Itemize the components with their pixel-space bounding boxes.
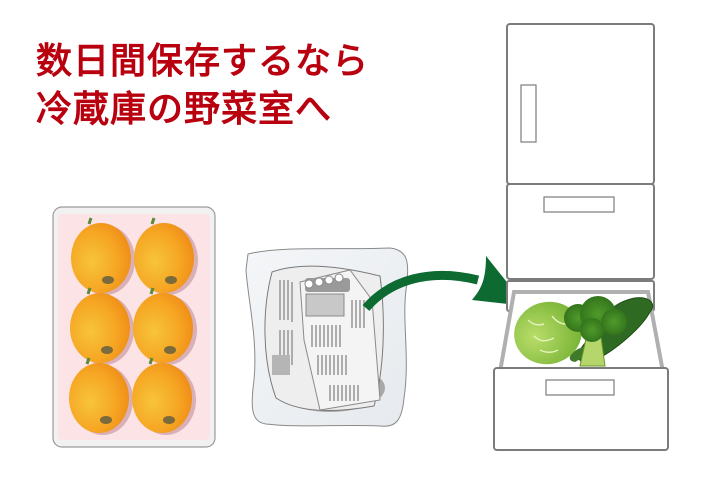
- vegetables: [514, 296, 653, 367]
- broccoli: [564, 296, 627, 367]
- headline-line-1: 数日間保存するなら: [36, 41, 370, 82]
- headline: 数日間保存するなら 冷蔵庫の野菜室へ: [36, 38, 369, 134]
- refrigerator: [506, 23, 655, 312]
- loquat-tray: [52, 206, 216, 448]
- wrapped-package: [245, 247, 409, 427]
- fridge-top-handle: [520, 84, 537, 143]
- loquat-fruits: [69, 217, 198, 435]
- vegetable-drawer-handle: [545, 379, 615, 396]
- vegetable-drawer-front: [493, 367, 669, 451]
- headline-line-2: 冷蔵庫の野菜室へ: [36, 89, 333, 130]
- fridge-middle-handle: [543, 196, 615, 213]
